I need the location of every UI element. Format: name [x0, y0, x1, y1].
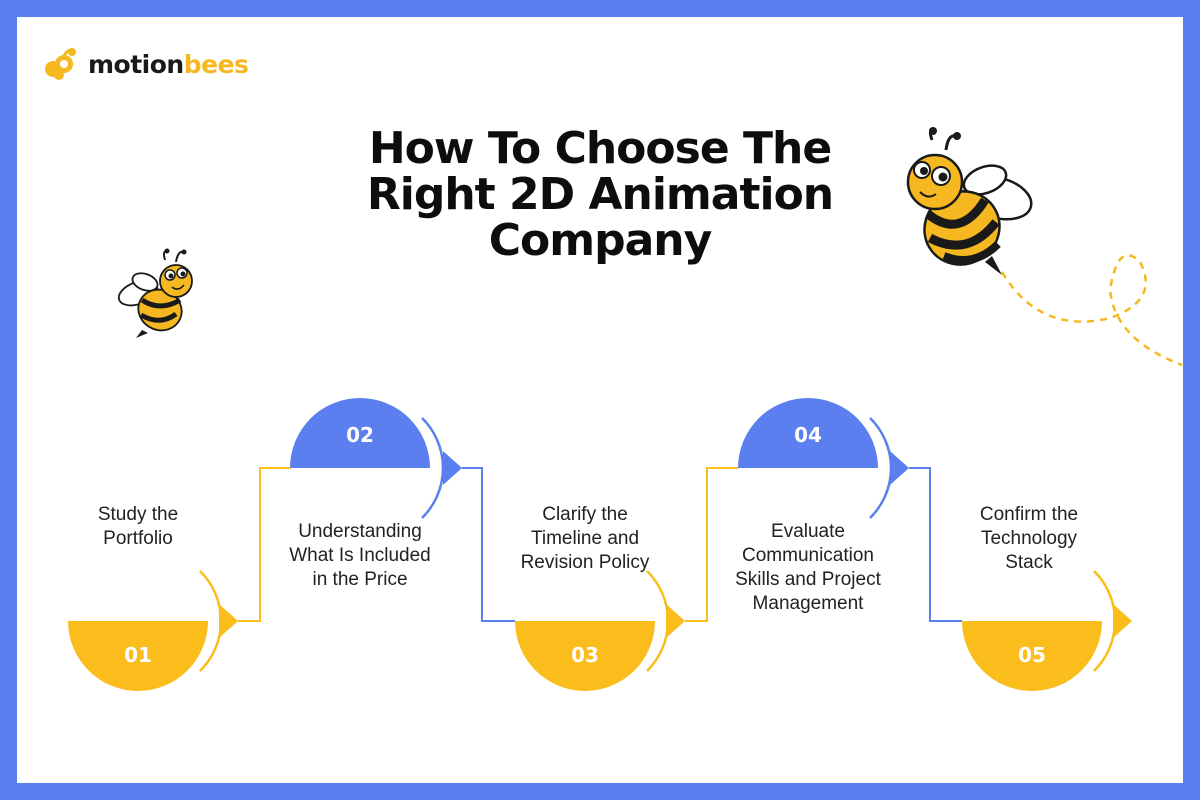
page-title: How To Choose The Right 2D Animation Com…	[366, 123, 834, 266]
logo[interactable]: motionbees	[44, 44, 249, 84]
step-01-number: 01	[124, 643, 152, 667]
bee-small-icon	[117, 248, 193, 338]
step-02-label: Understanding What Is Included in the Pr…	[289, 521, 431, 590]
step-04-marker: 04	[738, 398, 909, 519]
logo-wordmark: motionbees	[88, 49, 249, 79]
step-01-marker: 01	[68, 570, 238, 691]
step-05-marker: 05	[962, 570, 1132, 691]
connector-2-3	[462, 467, 515, 622]
bee-large-icon	[906, 127, 1033, 275]
step-05-label: Confirm the Technology Stack	[979, 504, 1079, 573]
step-03-marker: 03	[515, 570, 685, 691]
connector-4-5	[909, 467, 962, 622]
step-04-label: Evaluate Communication Skills and Projec…	[735, 521, 881, 614]
step-02-marker: 02	[290, 398, 462, 519]
connector-3-4	[685, 467, 738, 622]
dashed-flight-path	[1000, 254, 1183, 367]
step-03-label: Clarify the Timeline and Revision Policy	[520, 504, 650, 573]
logo-word-bees: bees	[183, 49, 249, 79]
step-02-number: 02	[346, 423, 374, 447]
step-01-label: Study the Portfolio	[97, 504, 179, 549]
bee-logo-icon	[45, 48, 76, 80]
step-03-number: 03	[571, 643, 599, 667]
connector-1-2	[238, 467, 291, 622]
step-05-number: 05	[1018, 643, 1046, 667]
logo-word-motion: motion	[88, 49, 184, 79]
step-04-number: 04	[794, 423, 822, 447]
